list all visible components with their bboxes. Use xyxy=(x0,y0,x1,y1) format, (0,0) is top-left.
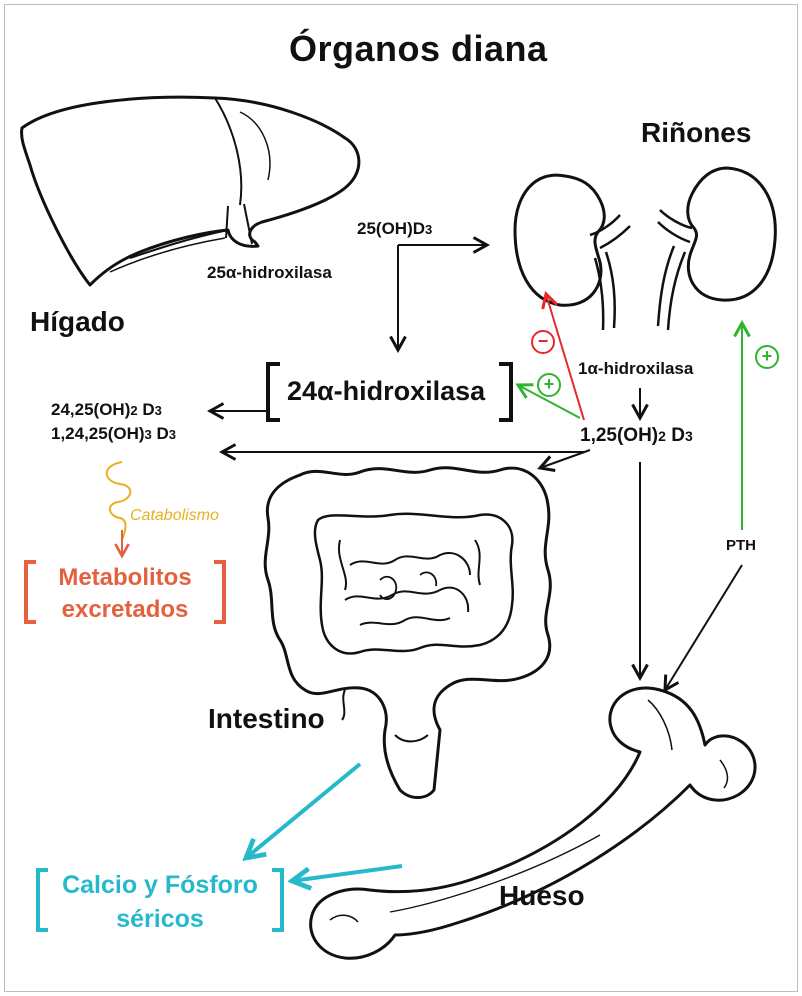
inhibition-sign: − xyxy=(531,330,555,354)
enzyme-1-label: 1α-hidroxilasa xyxy=(578,359,693,379)
excreted-metabolites-label: Metabolitos excretados xyxy=(30,562,220,626)
inhibition-arrow xyxy=(546,294,584,420)
intestine-label: Intestino xyxy=(208,703,325,735)
kidneys-label: Riñones xyxy=(641,117,751,149)
enzyme-25-label: 25α-hidroxilasa xyxy=(207,263,332,283)
kidneys-illustration xyxy=(515,168,775,330)
bone-label: Hueso xyxy=(499,880,585,912)
metabolite-calcitriol: 1,25(OH)2 D3 xyxy=(580,425,693,447)
pathway-arrows xyxy=(210,245,742,690)
intestine-illustration xyxy=(265,468,550,798)
metabolite-1-24-25ohd3: 1,24,25(OH)3 D3 xyxy=(51,424,176,444)
bone-to-serum-arrow xyxy=(292,866,402,881)
diagram-title: Órganos diana xyxy=(289,28,548,70)
bone-illustration xyxy=(311,688,755,958)
metabolite-24-25ohd3: 24,25(OH)2 D3 xyxy=(51,400,162,420)
metabolite-25ohd3: 25(OH)D3 xyxy=(357,219,432,239)
catabolism-squiggle xyxy=(107,462,131,540)
stimulation-sign-24: + xyxy=(537,373,561,397)
catabolism-label: Catabolismo xyxy=(130,507,219,525)
pth-label: PTH xyxy=(726,537,756,554)
pth-stimulation-sign: + xyxy=(755,345,779,369)
intestine-to-serum-arrow xyxy=(246,764,360,858)
enzyme-24-label: 24α-hidroxilasa xyxy=(287,376,485,407)
liver-illustration xyxy=(22,97,359,285)
liver-label: Hígado xyxy=(30,306,125,338)
serum-calcium-phosphorus-label: Calcio y Fósforo séricos xyxy=(42,868,278,936)
